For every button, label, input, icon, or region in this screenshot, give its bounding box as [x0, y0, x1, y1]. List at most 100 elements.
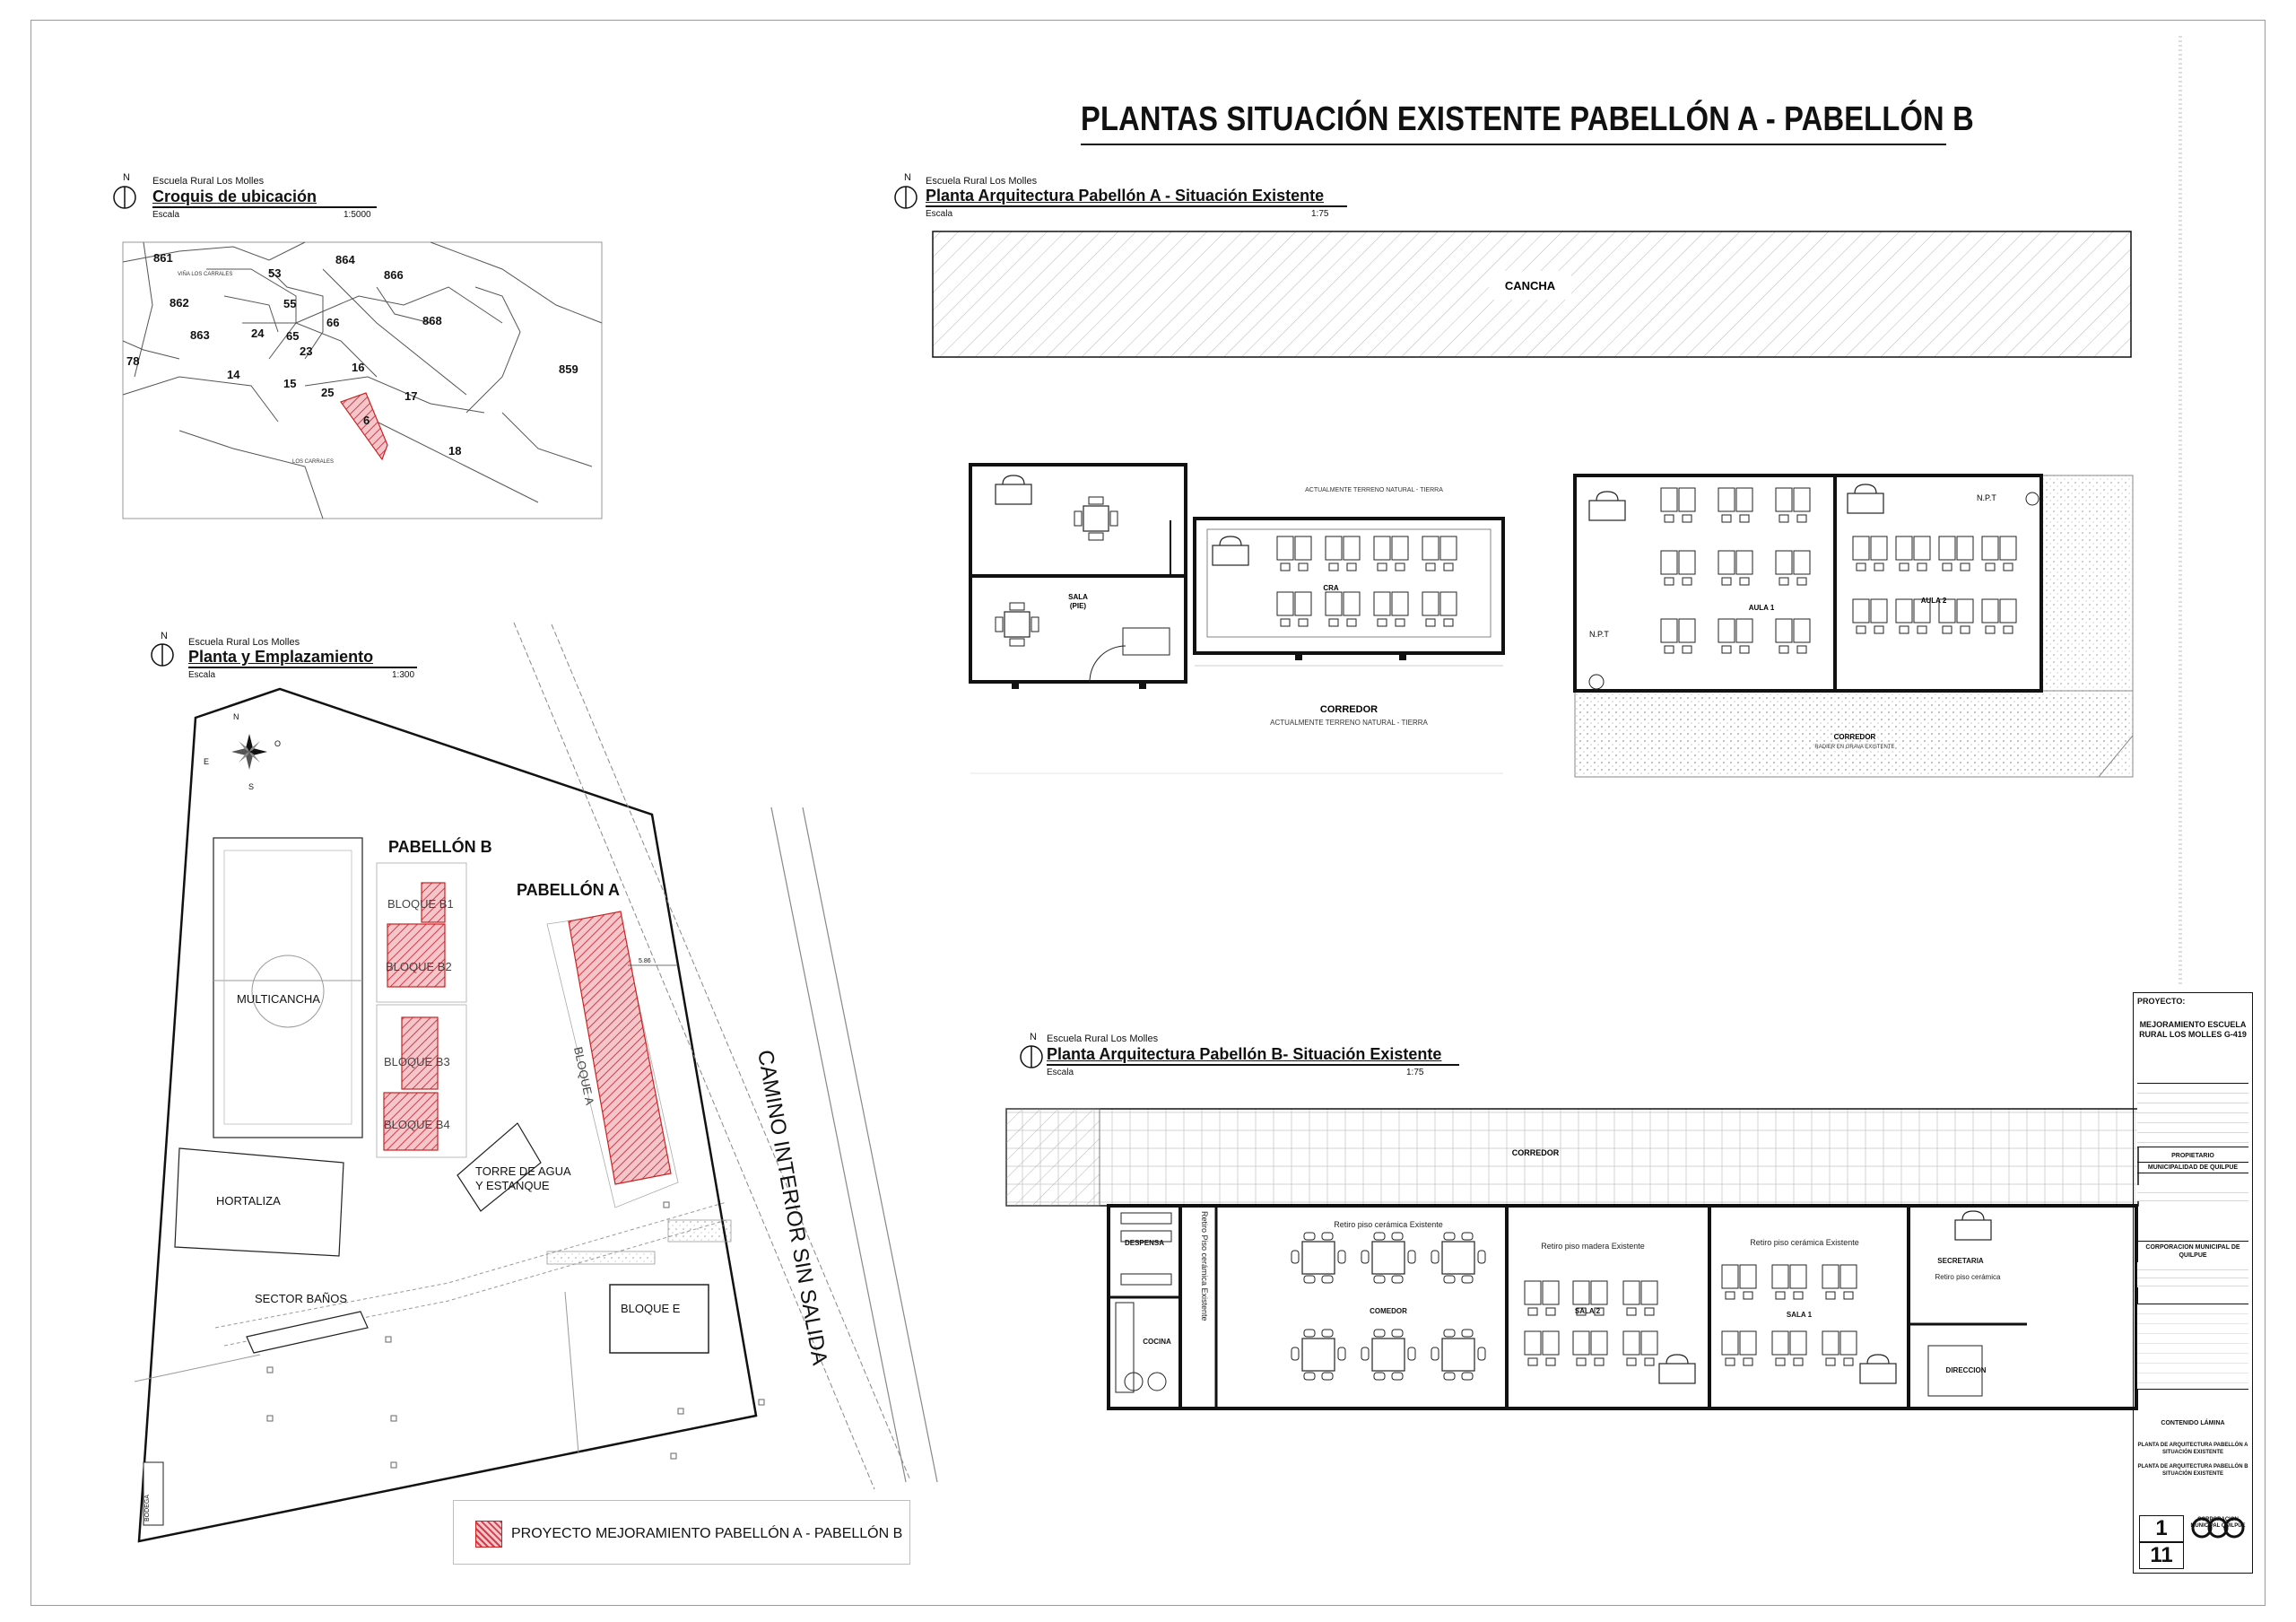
retiro-label: Retiro piso cerámica Existente	[1750, 1238, 1859, 1247]
tb-proyecto-label: PROYECTO:	[2137, 997, 2186, 1006]
parcel-label: 15	[283, 377, 296, 390]
tb-total: 11	[2139, 1542, 2184, 1569]
north-arrow-icon	[113, 186, 136, 209]
pabellon-b-title: Planta Arquitectura Pabellón B- Situació…	[1047, 1045, 1442, 1063]
pabellon-a-title: Planta Arquitectura Pabellón A - Situaci…	[926, 187, 1325, 205]
compass-n: N	[233, 712, 239, 721]
terreno-label: ACTUALMENTE TERRENO NATURAL - TIERRA	[1305, 487, 1443, 493]
comedor-label: COMEDOR	[1370, 1307, 1407, 1315]
retiro-label: Retiro piso cerámica	[1935, 1273, 2001, 1281]
torre-label: TORRE DE AGUA	[475, 1164, 571, 1178]
bloque-b2-label: BLOQUE B2	[386, 960, 452, 973]
npt-label-2: N.P.T	[1977, 493, 1996, 502]
legend-swatch	[475, 1521, 502, 1548]
sala-2-label: SALA 2	[1575, 1307, 1601, 1315]
legend: PROYECTO MEJORAMIENTO PABELLÓN A - PABEL…	[453, 1500, 910, 1565]
despensa-label: DESPENSA	[1125, 1239, 1164, 1247]
cra-label: CRA	[1323, 584, 1339, 592]
pabellon-b-label: PABELLÓN B	[388, 837, 492, 856]
parcel-label: 66	[326, 316, 339, 329]
north-label: N	[904, 172, 911, 183]
north-label: N	[161, 631, 168, 641]
parcel-label: 65	[286, 329, 299, 343]
tb-architects	[2137, 1304, 2248, 1390]
sector-banos-label: SECTOR BAÑOS	[255, 1292, 347, 1305]
parcel-label: 862	[170, 296, 189, 310]
parcel-label: 25	[321, 386, 334, 399]
parcel-label: 18	[448, 444, 461, 458]
parcel-label: 864	[335, 253, 355, 266]
tb-mandante: CORPORACION MUNICIPAL DE QUILPUE	[2137, 1241, 2248, 1260]
secretaria-label: SECRETARIA	[1937, 1257, 1984, 1265]
north-label: N	[123, 172, 130, 183]
bloque-e-label: BLOQUE E	[621, 1302, 681, 1315]
pabellon-b-plan: CORREDOR DESPENSA COCINA COMEDOR SALA 2 …	[1005, 1108, 2139, 1410]
parcel-label: 17	[404, 389, 417, 403]
corredor-a-label: CORREDOR	[1320, 704, 1378, 715]
cocina-label: COCINA	[1143, 1338, 1171, 1346]
bodega-label: BODEGA	[144, 1495, 151, 1522]
croquis-scale: 1:5000	[344, 210, 371, 220]
parcel-label: 863	[190, 328, 210, 342]
tb-contenido-1: PLANTA DE ARQUITECTURA PABELLÓN A SITUAC…	[2137, 1443, 2248, 1455]
parcel-label: 6	[363, 414, 370, 427]
compass-o: O	[274, 739, 281, 748]
npt-label: N.P.T	[1589, 630, 1609, 639]
croquis-school: Escuela Rural Los Molles	[152, 176, 265, 187]
emplazamiento-title: Planta y Emplazamiento	[188, 648, 374, 666]
aula-1-label: AULA 1	[1749, 604, 1775, 612]
sala-label: SALA	[1068, 593, 1088, 601]
title-underline	[1081, 144, 1946, 145]
compass-e: E	[204, 757, 209, 766]
parcel-label: 14	[227, 368, 240, 381]
emplazamiento-school: Escuela Rural Los Molles	[188, 637, 300, 648]
corredor-a2-label: CORREDOR	[1834, 733, 1876, 741]
parcel-label: 24	[251, 327, 265, 340]
pabellon-a-label: PABELLÓN A	[517, 880, 620, 899]
croquis-title: Croquis de ubicación	[152, 187, 317, 205]
tb-contenido-2: PLANTA DE ARQUITECTURA PABELLÓN B SITUAC…	[2137, 1464, 2248, 1477]
north-arrow-icon	[151, 643, 174, 667]
pabellon-b-scale: 1:75	[1406, 1068, 1424, 1077]
tb-contenido-label: CONTENIDO LÁMINA	[2161, 1420, 2225, 1426]
multicancha-label: MULTICANCHA	[237, 992, 320, 1006]
corporation-logo-icon	[2191, 1517, 2245, 1539]
parcel-label: 16	[352, 361, 364, 374]
corredor-b-label: CORREDOR	[1512, 1148, 1560, 1157]
tb-info-table	[2137, 1083, 2248, 1147]
parcel-label: 861	[153, 251, 173, 265]
bloque-b4-label: BLOQUE B4	[384, 1118, 450, 1131]
emplazamiento-title-line	[188, 667, 417, 668]
site-plan: N E O S PABELLÓN B PABELLÓN A MULTICANCH…	[134, 622, 938, 1543]
parcel-label: 78	[126, 354, 139, 368]
emplazamiento-scale: 1:300	[392, 670, 415, 680]
sheet-frame	[30, 20, 2266, 1606]
compass-rose-icon	[231, 734, 267, 770]
title-block: PROYECTO: MEJORAMIENTO ESCUELA RURAL LOS…	[2133, 992, 2253, 1574]
torre-label-2: Y ESTANQUE	[475, 1179, 550, 1192]
terreno-label-2: ACTUALMENTE TERRENO NATURAL - TIERRA	[1270, 719, 1428, 727]
hortaliza-label: HORTALIZA	[216, 1194, 281, 1208]
parcel-label: 53	[268, 266, 281, 280]
north-label: N	[1030, 1032, 1037, 1042]
croquis-map: 861 53 864 866 862 55 868 66 863 24 65 2…	[122, 241, 603, 519]
legend-label: PROYECTO MEJORAMIENTO PABELLÓN A - PABEL…	[511, 1526, 903, 1541]
pabellon-a-school: Escuela Rural Los Molles	[926, 176, 1038, 187]
croquis-escala-label: Escala	[152, 210, 180, 220]
parcel-label: 859	[559, 362, 578, 376]
tb-mandante-table	[2137, 1262, 2248, 1287]
parcel-label: 866	[384, 268, 404, 282]
retiro-label: Retiro piso madera Existente	[1541, 1242, 1645, 1251]
radier-label: RADIER EN GRAVA EXISTENTE	[1814, 745, 1894, 750]
north-arrow-icon	[1020, 1045, 1043, 1068]
dimension-label: 5.86	[639, 958, 651, 964]
emplazamiento-escala-label: Escala	[188, 670, 216, 680]
pabellon-a-scale: 1:75	[1311, 209, 1329, 219]
direccion-label: DIRECCION	[1946, 1366, 1987, 1374]
parcel-label: 55	[283, 297, 296, 310]
north-arrow-icon	[894, 186, 918, 209]
bloque-b1-label: BLOQUE B1	[387, 897, 454, 911]
pabellon-a-plan: CANCHA SALA (PIE) ACTUALMENTE TERRENO NA…	[932, 231, 2134, 778]
compass-s: S	[248, 782, 254, 791]
sheet-title: PLANTAS SITUACIÓN EXISTENTE PABELLÓN A -…	[1081, 100, 1974, 138]
